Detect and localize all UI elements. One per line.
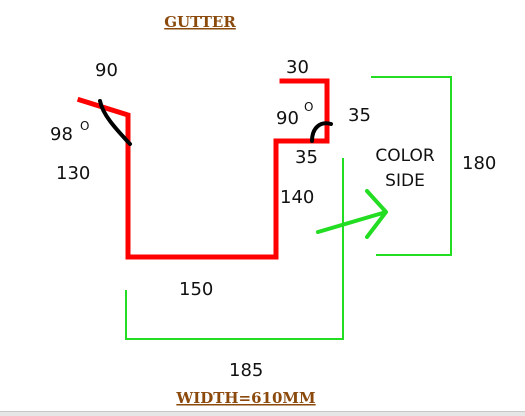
dim-left-height: 130 — [56, 163, 90, 184]
dim-right-height: 140 — [280, 187, 314, 208]
dim-bottom-width: 150 — [179, 279, 213, 300]
dim-overall-width: 185 — [229, 360, 263, 381]
color-side-label-line1: COLOR — [375, 146, 434, 166]
color-side-label-line2: SIDE — [385, 171, 425, 191]
right-angle-degree: O — [304, 100, 313, 114]
dim-left-angle: 98 — [50, 124, 73, 145]
width-footer: WIDTH=610MM — [175, 389, 315, 407]
left-angle-degree: O — [80, 119, 89, 133]
bottom-scrollbar-strip — [0, 411, 525, 416]
right-angle-arc — [310, 121, 333, 143]
dim-top-left-flange: 90 — [95, 60, 118, 81]
dim-top-right-flange: 30 — [286, 57, 309, 78]
dim-lip-inner: 35 — [295, 147, 318, 168]
gutter-profile — [76, 78, 330, 260]
drawing-title: GUTTER — [164, 13, 236, 31]
overall-width-bracket — [125, 158, 344, 340]
color-side-bracket — [371, 76, 452, 256]
color-side-arrow — [316, 189, 388, 239]
dim-lip-vertical: 35 — [348, 105, 371, 126]
dim-right-angle: 90 — [276, 108, 299, 129]
dim-color-side-height: 180 — [462, 153, 496, 174]
left-angle-arc — [98, 99, 132, 146]
